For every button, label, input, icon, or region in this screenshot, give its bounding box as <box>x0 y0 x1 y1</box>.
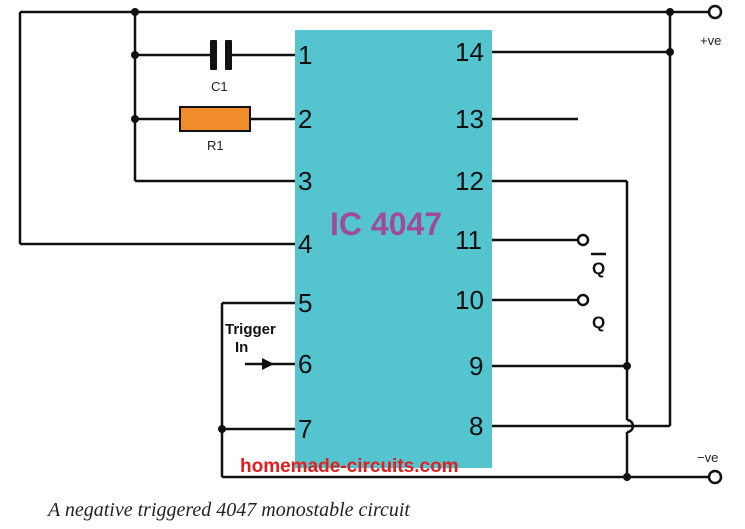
junction-dot <box>666 48 674 56</box>
capacitor-label: C1 <box>211 79 228 94</box>
capacitor-plate-right <box>225 40 232 70</box>
pin-7-label: 7 <box>298 414 312 444</box>
junctions <box>131 8 674 481</box>
pin-4-label: 4 <box>298 229 312 259</box>
pin-1-label: 1 <box>298 40 312 70</box>
junction-dot <box>218 425 226 433</box>
q-label: Q <box>592 313 605 332</box>
negative-terminal <box>707 469 723 485</box>
pin-5-label: 5 <box>298 288 312 318</box>
q-terminal <box>576 293 590 307</box>
trigger-label-line2: In <box>235 339 248 356</box>
trigger-arrow-icon <box>262 358 274 370</box>
ic-body <box>295 30 492 468</box>
pin-10-label: 10 <box>455 285 484 315</box>
junction-dot <box>131 51 139 59</box>
trigger-label-line1: Trigger <box>225 321 276 338</box>
terminals <box>576 4 723 485</box>
resistor-body <box>179 106 251 132</box>
pin-6-label: 6 <box>298 349 312 379</box>
pin-2-label: 2 <box>298 104 312 134</box>
capacitor-plate-left <box>210 40 217 70</box>
pin-11-label: 11 <box>455 225 482 255</box>
q-bar-terminal <box>576 233 590 247</box>
wires <box>18 10 708 479</box>
junction-dot <box>131 8 139 16</box>
resistor-r1: R1 <box>179 106 251 153</box>
ic-label: IC 4047 <box>330 206 442 242</box>
pin-14-label: 14 <box>455 37 484 67</box>
capacitor-c1: C1 <box>210 40 232 94</box>
pin-8-label: 8 <box>469 411 483 441</box>
junction-dot <box>623 473 631 481</box>
wire-crossover-hop <box>626 418 635 434</box>
resistor-label: R1 <box>207 138 224 153</box>
positive-label: +ve <box>700 33 721 48</box>
pin-13-label: 13 <box>455 104 484 134</box>
junction-dot <box>666 8 674 16</box>
positive-terminal <box>707 4 723 20</box>
pin-12-label: 12 <box>455 166 484 196</box>
watermark-text: homemade-circuits.com <box>240 456 459 477</box>
diagram-caption: A negative triggered 4047 monostable cir… <box>46 499 410 521</box>
negative-label: −ve <box>697 450 718 465</box>
junction-dot <box>131 115 139 123</box>
pin-3-label: 3 <box>298 166 312 196</box>
junction-dot <box>623 362 631 370</box>
q-bar-label: Q <box>592 259 605 278</box>
pin-9-label: 9 <box>469 351 483 381</box>
